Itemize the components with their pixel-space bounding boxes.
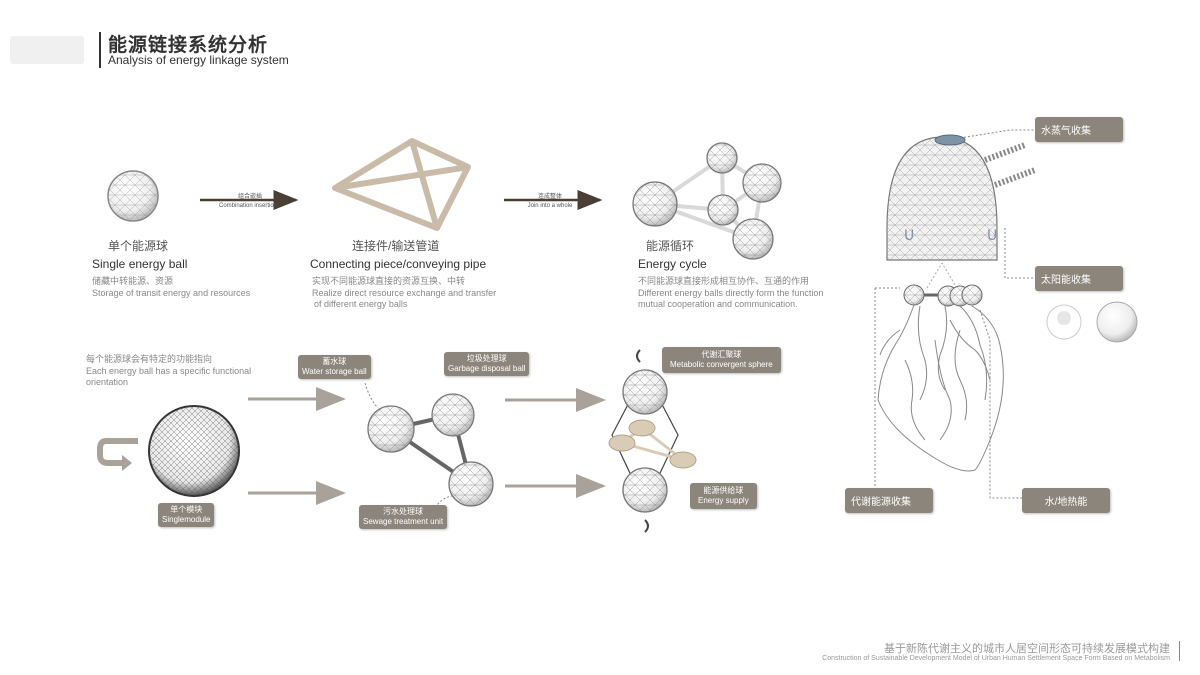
dome-ball-chain: [903, 284, 983, 307]
metabolic-column: [608, 349, 697, 533]
item2-desc-zh: 实现不同能源球直接的资源互换、中转: [312, 276, 466, 286]
page-title: 能源链接系统分析: [108, 35, 269, 56]
item2-desc-en2: of different energy balls: [314, 299, 408, 309]
water-geothermal-tag: 水/地热能: [1022, 488, 1110, 513]
footer-title-en: Construction of Sustainable Development …: [822, 655, 1170, 662]
single-energy-ball-graphic: [107, 170, 159, 222]
footer-divider: [1179, 641, 1180, 661]
connecting-piece-graphic: [332, 138, 471, 231]
right-leader-lines: [874, 129, 1035, 499]
bottom-intro-en2: orientation: [86, 377, 129, 387]
item1-desc-zh: 储藏中转能源、资源: [92, 276, 174, 286]
metabolic-energy-collection-tag: 代谢能源收集: [845, 488, 933, 513]
item1-title-en: Single energy ball: [92, 257, 188, 271]
solar-collection-tag: 太阳能收集: [1035, 266, 1123, 291]
energy-cycle-graphic: [632, 142, 782, 260]
header-decoration: [10, 36, 84, 64]
steam-collection-tag: 水蒸气收集: [1035, 117, 1123, 142]
single-module-graphic: [148, 405, 240, 497]
item2-title-zh: 连接件/输送管道: [352, 239, 440, 253]
item1-desc-en: Storage of transit energy and resources: [92, 288, 251, 298]
item3-title-en: Energy cycle: [638, 257, 707, 271]
item3-desc-zh: 不同能源球直接形成相互协作、互通的作用: [638, 276, 810, 286]
arrow2-label-zh: 连成整体: [537, 194, 562, 200]
arrow1-label-zh: 组合嵌插: [237, 194, 262, 200]
footer-title-zh: 基于新陈代谢主义的城市人居空间形态可持续发展模式构建: [884, 643, 1170, 655]
arrow2-label-en: Join into a whole: [527, 203, 573, 209]
svg-text:U: U: [904, 228, 914, 244]
item3-desc-en2: mutual cooperation and communication.: [638, 299, 798, 309]
bottom-intro-en1: Each energy ball has a specific function…: [86, 366, 252, 376]
root-strands-graphic: [877, 304, 1004, 472]
bottom-intro-zh: 每个能源球会有特定的功能指向: [86, 354, 213, 364]
header-divider: [99, 32, 101, 68]
item3-desc-en1: Different energy balls directly form the…: [638, 288, 824, 298]
arrow1-label-en: Combination insertion: [218, 203, 278, 209]
item2-desc-en1: Realize direct resource exchange and tra…: [312, 288, 497, 298]
svg-text:U: U: [987, 228, 997, 244]
item3-title-zh: 能源循环: [646, 239, 695, 253]
small-ball-icons: [1046, 301, 1138, 343]
item1-title-zh: 单个能源球: [108, 239, 169, 253]
dome-graphic: U U: [886, 134, 1037, 289]
item2-title-en: Connecting piece/conveying pipe: [310, 257, 487, 271]
page-subtitle: Analysis of energy linkage system: [108, 53, 289, 67]
rotate-arrow-icon: [97, 438, 138, 466]
functional-ball-cluster: [364, 382, 494, 512]
